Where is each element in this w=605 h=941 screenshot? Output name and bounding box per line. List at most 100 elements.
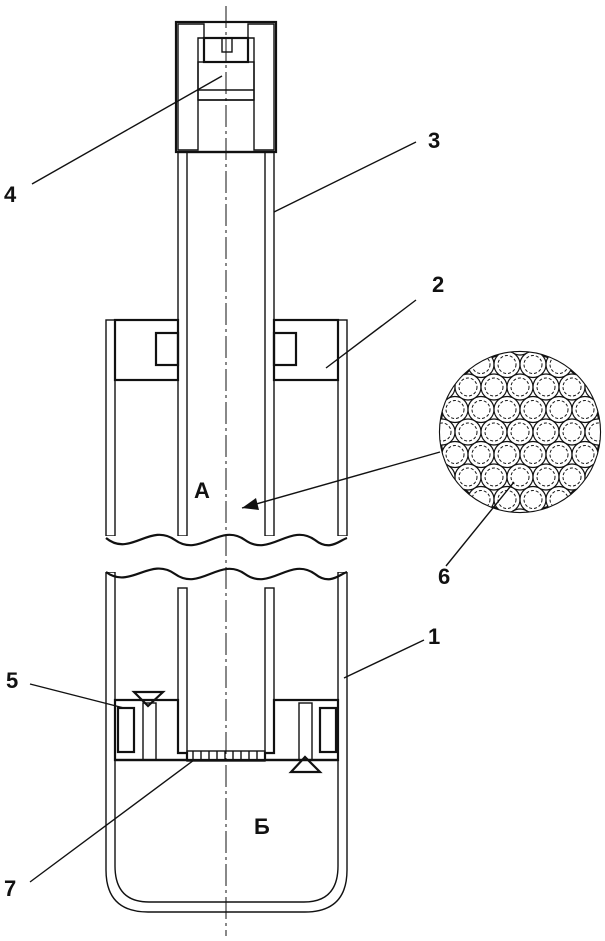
fibre-outer [494,532,520,558]
fibre-inner [407,378,425,396]
fibre-outer [584,508,600,512]
label-part-4: 4 [4,182,17,207]
fibre-inner [523,490,543,509]
fibre-inner [446,311,464,329]
fibre-outer [403,419,429,445]
fibre-outer [454,352,482,356]
fibre-inner [446,536,464,554]
fibre-outer [546,307,572,333]
fibre-outer [584,418,600,446]
fibre-outer [494,307,520,333]
fibre-inner [394,356,412,374]
fibre-inner [440,467,452,487]
fibre-outer [377,329,403,355]
fibre-inner [458,422,478,442]
fibre-inner [523,445,543,464]
fibre-inner [589,513,605,531]
fibre-inner [381,423,399,441]
fibre-outer [468,307,494,333]
label-part-6: 6 [438,564,450,589]
detail-view-fibres [377,307,605,558]
fibre-inner [563,513,581,531]
fibre-inner [575,400,595,419]
fibre-outer [572,307,598,333]
fibre-inner [511,513,529,531]
fibre-inner [498,536,516,554]
fibre-inner [472,311,490,329]
fibre-outer [440,485,443,512]
fibre-outer [377,419,403,445]
fibre-outer [454,508,482,512]
fibre-outer [390,532,416,558]
fibre-inner [440,377,452,397]
fibre-inner [459,333,477,351]
fibre-inner [498,311,516,329]
fibre-inner [562,467,582,487]
fibre-inner [549,400,569,419]
fibre-inner [420,356,438,374]
fibre-inner [562,422,582,442]
fibre-outer [403,464,429,490]
fibre-inner [458,377,478,397]
fibre-inner [497,355,517,374]
fibre-inner [484,377,504,397]
fibre-inner [524,536,542,554]
break-lines [104,533,350,581]
fibre-inner [394,401,412,419]
fibre-inner [445,355,465,374]
fibre-inner [537,333,555,351]
fibre-inner [536,422,556,442]
label-part-5: 5 [6,668,18,693]
fibre-outer [597,352,600,379]
fibre-inner [575,355,595,374]
fibre-inner [433,333,451,351]
fibre-outer [545,352,573,379]
fibre-outer [440,395,443,424]
leader-lines [29,75,515,883]
fibre-inner [576,536,594,554]
fibre-inner [420,311,438,329]
fibre-inner [510,467,530,487]
fibre-inner [523,355,543,374]
fibre-inner [576,311,594,329]
fibre-outer [598,307,605,333]
fibre-inner [589,333,605,351]
label-chamber-b: Б [254,814,270,839]
fibre-outer [546,532,572,558]
fibre-outer [532,508,560,512]
fibre-outer [584,463,600,491]
fibre-outer [597,485,600,512]
fibre-inner [536,467,556,487]
fibre-outer [558,508,586,512]
label-part-7: 7 [4,876,16,901]
fibre-outer [520,307,546,333]
fibre-outer [390,442,416,468]
fibre-inner [381,468,399,486]
fibre-outer [532,352,560,356]
fibre-inner [471,445,491,464]
fibre-inner [407,468,425,486]
fibre-outer [440,463,456,491]
gland [113,318,340,382]
fibre-inner [484,467,504,487]
fibre-outer [390,487,416,513]
fibre-outer [440,508,456,512]
label-part-2: 2 [432,272,444,297]
fibre-outer [403,374,429,400]
fibre-outer [440,352,456,356]
fibre-outer [584,373,600,401]
fibre-inner [472,536,490,554]
fibre-outer [520,532,546,558]
label-part-3: 3 [428,128,440,153]
fibre-inner [394,536,412,554]
fibre-inner [549,445,569,464]
fibre-inner [523,400,543,419]
fibre-inner [394,491,412,509]
fibre-inner [407,513,425,531]
fibre-outer [377,464,403,490]
fibre-inner [485,513,503,531]
fibre-outer [572,532,598,558]
fibre-inner [537,513,555,531]
fibre-inner [510,422,530,442]
